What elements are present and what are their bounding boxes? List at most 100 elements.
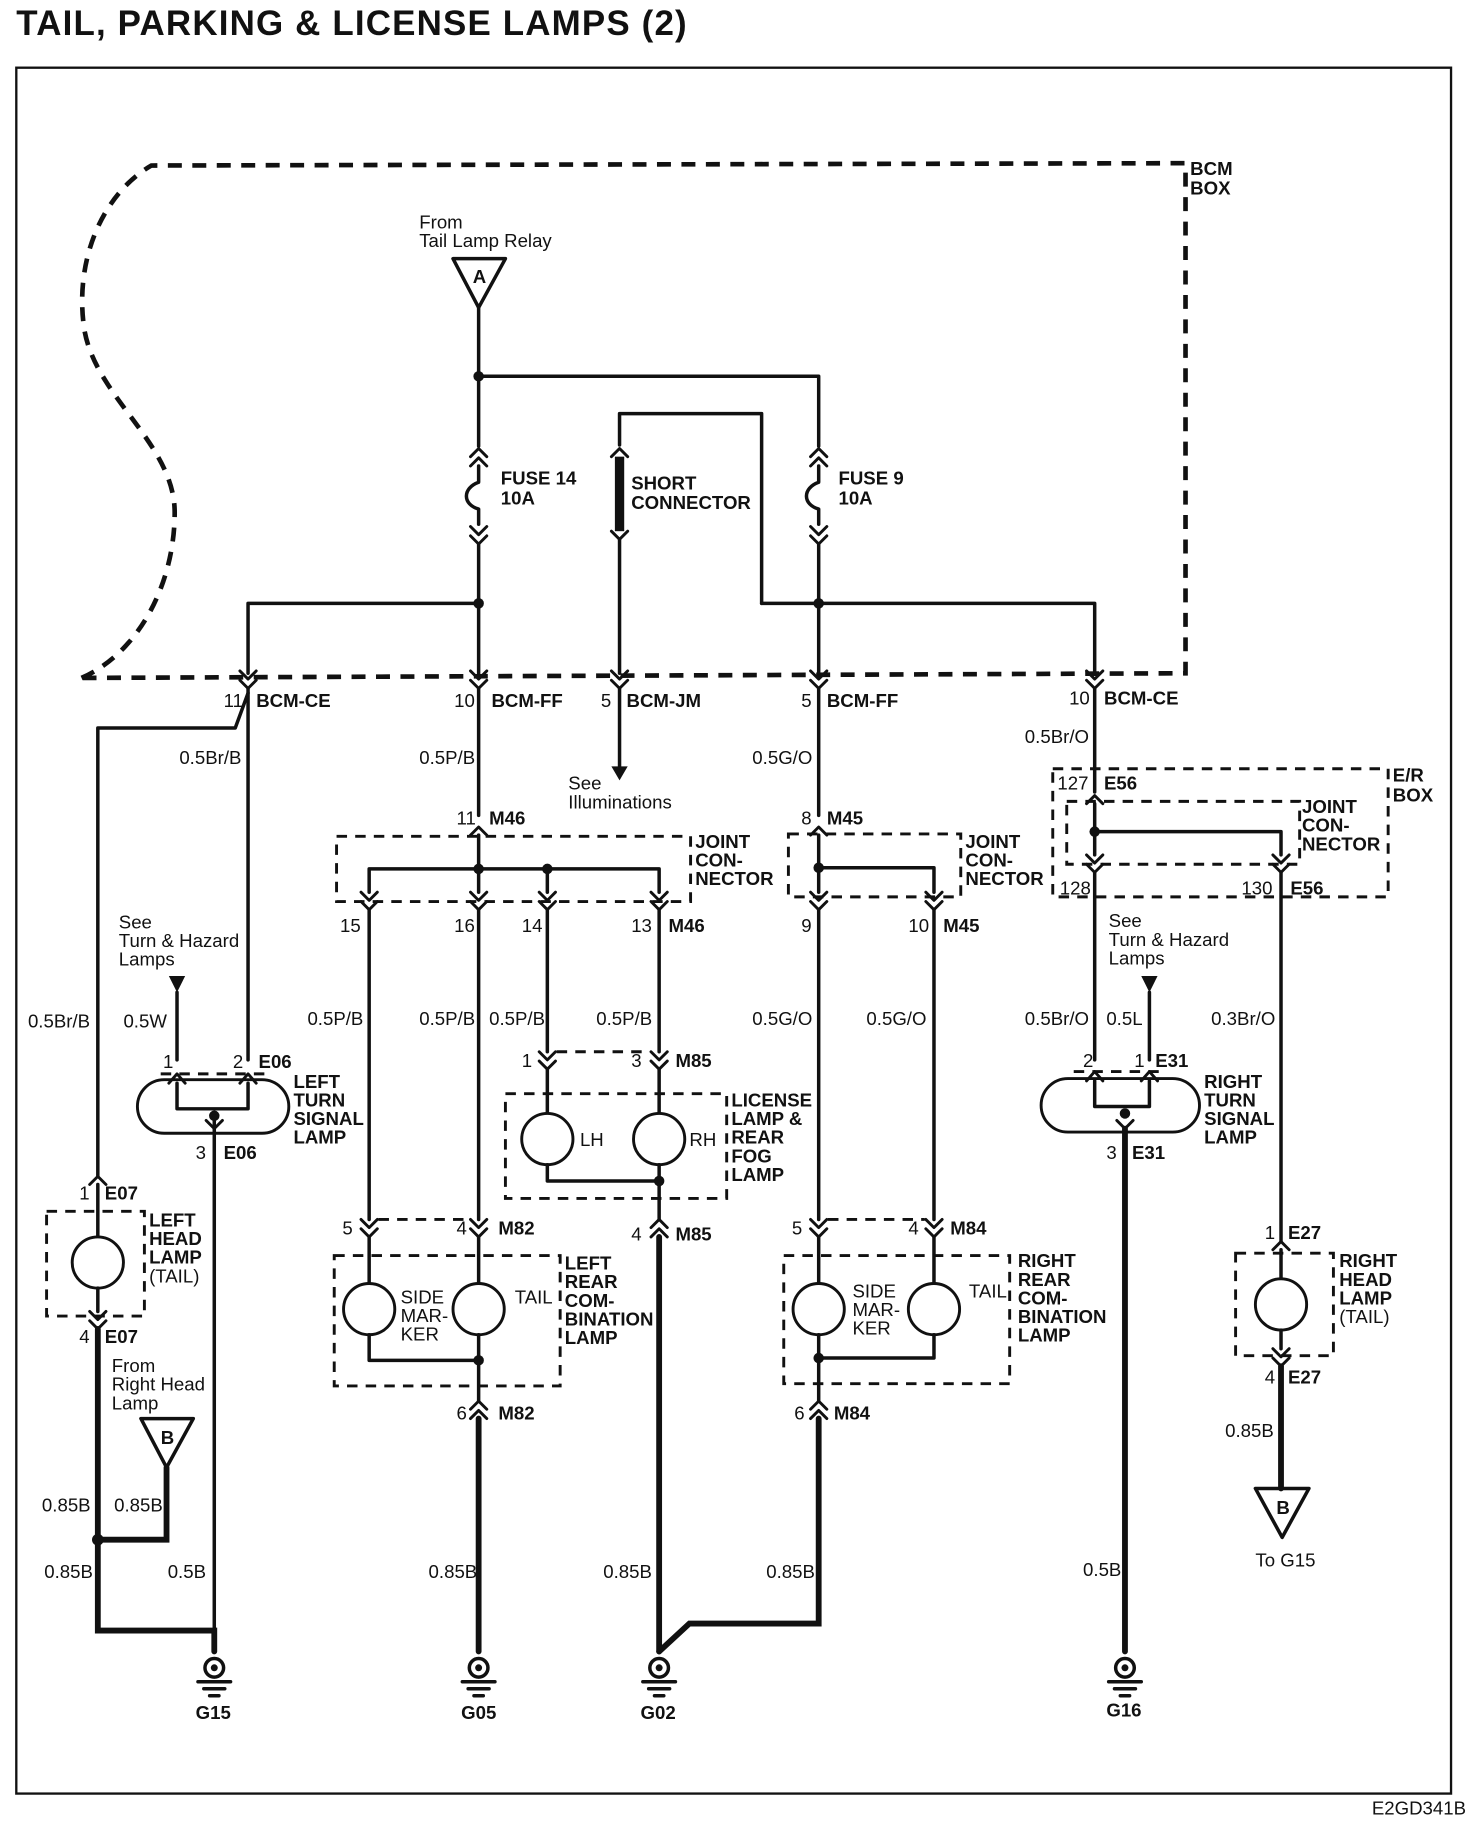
m46-bus (367, 833, 661, 894)
right-turn-pins-21 (1085, 1070, 1160, 1083)
see-illuminations-2: Illuminations (568, 791, 672, 812)
right-turn-label-2: TURN (1204, 1089, 1256, 1110)
ground-g16-label: G16 (1106, 1700, 1141, 1721)
left-turn-pin2: 2 (233, 1051, 243, 1072)
pin-11-m46: 11 (457, 808, 476, 829)
wire-label-0.85b-m84: 0.85B (766, 1561, 815, 1582)
left-tail-label: TAIL (515, 1286, 553, 1307)
conn-m85-a: M85 (675, 1050, 711, 1071)
right-rear-leads-top (816, 1235, 936, 1286)
left-rear-ground-bus (367, 1332, 481, 1403)
wire-label-0.5pb-e: 0.5P/B (596, 1008, 652, 1029)
m85-pin3-label: 3 (631, 1050, 641, 1071)
right-turn-splice (1119, 1108, 1131, 1119)
m45-bus (816, 833, 936, 894)
arrow-illuminations (611, 766, 628, 781)
left-turn-pins-12 (167, 1072, 258, 1085)
right-turn-filament (1092, 1079, 1152, 1109)
wire-label-0.85b-a: 0.85B (42, 1495, 91, 1516)
joint-connector-e56-box (1065, 799, 1302, 866)
joint-e56-label-2: CON- (1302, 815, 1350, 836)
conn-m84-a: M84 (950, 1218, 987, 1239)
wire-label-0.5pb-c: 0.5P/B (419, 1008, 475, 1029)
wire-label-0.5b-a: 0.5B (168, 1561, 206, 1582)
left-head-pin1: 1 (79, 1183, 89, 1204)
wire-label-0.85b-r: 0.85B (1225, 1420, 1274, 1441)
wire-ref-b-to-ground (94, 1464, 170, 1543)
fuse14-rating: 10A (501, 487, 535, 508)
right-rear-splice (813, 1352, 824, 1364)
m82-pin5 (359, 1217, 379, 1239)
m45-pin8-chevron (809, 825, 829, 837)
from-right-head-1: From (112, 1355, 155, 1376)
short-connector-top (609, 447, 630, 459)
conn-e31-a: E31 (1155, 1050, 1188, 1071)
conn-e06-b: E06 (224, 1142, 257, 1163)
right-turn-pin1: 1 (1134, 1050, 1144, 1071)
left-side-marker-1: SIDE (401, 1286, 444, 1307)
license-label-4: FOG (731, 1145, 771, 1166)
wire-label-0.5w: 0.5W (123, 1010, 167, 1031)
right-head-label-4: (TAIL) (1339, 1306, 1389, 1327)
left-turn-filament (175, 1081, 250, 1111)
right-rear-ground-bus (816, 1332, 936, 1403)
conn-m46-b: M46 (668, 915, 704, 936)
wire-label-0.85b-c: 0.85B (44, 1561, 93, 1582)
fuse14-top-connector (469, 447, 489, 468)
er-box-outline (1051, 767, 1390, 899)
right-rear-label-1: RIGHT (1018, 1250, 1077, 1271)
license-label-5: LAMP (731, 1164, 784, 1185)
conn-m45-a: M45 (827, 808, 863, 829)
splice-fuse9 (813, 598, 824, 609)
joint-m45-label-2: CON- (965, 850, 1013, 871)
right-turn-label-1: RIGHT (1204, 1071, 1263, 1092)
license-lamp-ground-bus (545, 1162, 661, 1222)
diagram-frame (15, 66, 1453, 1795)
wire-label-0.5brb-a: 0.5Br/B (179, 747, 241, 768)
right-rear-label-2: REAR (1018, 1269, 1071, 1290)
conn-bcm-ce-a: BCM-CE (256, 690, 331, 711)
left-turn-label-2: TURN (293, 1089, 345, 1110)
pin-11-a: 11 (224, 690, 243, 711)
right-rear-label-3: COM- (1018, 1287, 1068, 1308)
pin-10-a: 10 (454, 690, 475, 711)
m85-pin3 (649, 1050, 669, 1071)
wire-to-bcm-ce-11 (246, 601, 481, 676)
right-rear-tail-bulb (906, 1282, 962, 1337)
fuse14-label: FUSE 14 (501, 468, 577, 489)
wire-label-0.5go-a: 0.5G/O (752, 747, 812, 768)
joint-e56-label-3: NECTOR (1302, 833, 1381, 854)
wire-to-bcm-ce-10 (759, 601, 1097, 676)
short-connector-bar (614, 456, 625, 532)
conn-e07-b: E07 (105, 1326, 138, 1347)
er-box-label-2: BOX (1393, 784, 1434, 805)
left-rear-combo-box (332, 1254, 562, 1388)
e56-pin127-chevron (1085, 794, 1105, 806)
pin-16: 16 (454, 915, 475, 936)
left-head-pin4: 4 (79, 1326, 89, 1347)
see-turn-right-1: See (1109, 910, 1142, 931)
short-connector-label-1: SHORT (631, 472, 697, 493)
pin-8-m45: 8 (801, 808, 811, 829)
right-head-lamp-bulb (1253, 1277, 1309, 1332)
left-head-label-3: LAMP (149, 1247, 202, 1268)
right-side-marker-3: KER (852, 1318, 890, 1339)
right-head-label-3: LAMP (1339, 1287, 1392, 1308)
left-head-label-2: HEAD (149, 1228, 202, 1249)
right-head-label-1: RIGHT (1339, 1250, 1398, 1271)
left-turn-label-4: LAMP (293, 1127, 346, 1148)
ground-g02 (641, 1656, 678, 1698)
to-g15-label: To G15 (1255, 1549, 1315, 1570)
see-illuminations-1: See (568, 773, 601, 794)
right-side-marker-1: SIDE (852, 1280, 895, 1301)
m82-pin4-label: 4 (457, 1218, 467, 1239)
left-side-marker-3: KER (401, 1324, 439, 1345)
conn-m45-b: M45 (943, 915, 979, 936)
pin-15: 15 (340, 915, 361, 936)
m84-pin4 (924, 1217, 944, 1239)
pin-10-b: 10 (1069, 688, 1090, 709)
right-turn-label-3: SIGNAL (1204, 1108, 1274, 1129)
ground-g05 (460, 1656, 497, 1698)
m84-pin6-label: 6 (794, 1403, 804, 1424)
